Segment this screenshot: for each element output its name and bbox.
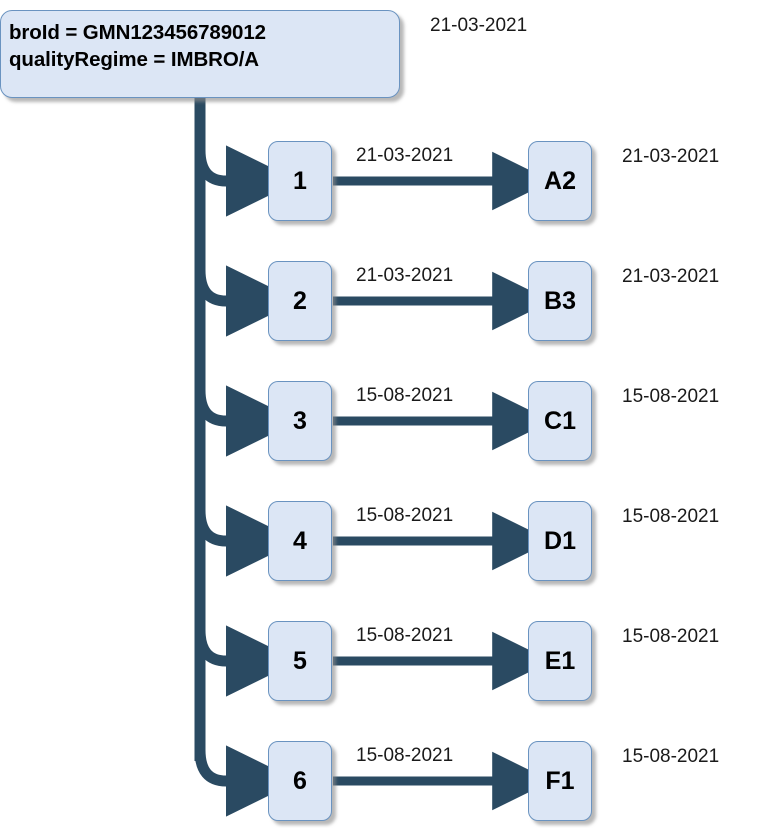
end-node-c1-label: C1 [544,406,576,435]
target-date-4: 15-08-2021 [622,506,720,527]
target-date-1: 21-03-2021 [622,146,720,167]
mid-node-2[interactable]: 2 [268,261,332,341]
edge-date-4: 15-08-2021 [356,505,454,526]
target-date-2: 21-03-2021 [622,266,720,287]
mid-node-1[interactable]: 1 [268,141,332,221]
mid-node-4-label: 4 [293,526,307,555]
mid-node-6[interactable]: 6 [268,741,332,821]
end-node-e1[interactable]: E1 [528,621,592,701]
branch-4 [194,505,299,577]
branch-3 [194,385,299,457]
header-line-qualityregime: qualityRegime = IMBRO/A [9,48,260,72]
end-node-f1-label: F1 [545,766,575,795]
gmn-header-node[interactable]: broId = GMN123456789012 qualityRegime = … [0,10,400,98]
end-node-c1[interactable]: C1 [528,381,592,461]
branch-5 [194,625,299,697]
end-node-d1[interactable]: D1 [528,501,592,581]
edge-date-5: 15-08-2021 [356,625,454,646]
edge-date-2: 21-03-2021 [356,265,454,286]
branch-group [194,145,299,817]
mid-node-1-label: 1 [293,166,307,195]
end-node-a2[interactable]: A2 [528,141,592,221]
branch-6 [194,745,299,817]
end-node-e1-label: E1 [544,646,576,675]
mid-node-2-label: 2 [293,286,307,315]
header-date-label: 21-03-2021 [430,15,528,36]
target-date-5: 15-08-2021 [622,626,720,647]
target-date-6: 15-08-2021 [622,746,720,767]
branch-2 [194,265,299,337]
branch-1 [194,145,299,217]
end-node-b3[interactable]: B3 [528,261,592,341]
edge-group [333,151,552,811]
end-node-d1-label: D1 [544,526,576,555]
end-node-a2-label: A2 [544,166,576,195]
header-line-broid: broId = GMN123456789012 [9,21,266,44]
edge-date-1: 21-03-2021 [356,145,454,166]
mid-node-5[interactable]: 5 [268,621,332,701]
edge-date-6: 15-08-2021 [356,745,454,766]
end-node-f1[interactable]: F1 [528,741,592,821]
target-date-3: 15-08-2021 [622,386,720,407]
mid-node-3-label: 3 [293,406,307,435]
edge-date-3: 15-08-2021 [356,385,454,406]
end-node-b3-label: B3 [544,286,576,315]
mid-node-4[interactable]: 4 [268,501,332,581]
mid-node-3[interactable]: 3 [268,381,332,461]
mid-node-6-label: 6 [293,766,307,795]
mid-node-5-label: 5 [293,646,307,675]
